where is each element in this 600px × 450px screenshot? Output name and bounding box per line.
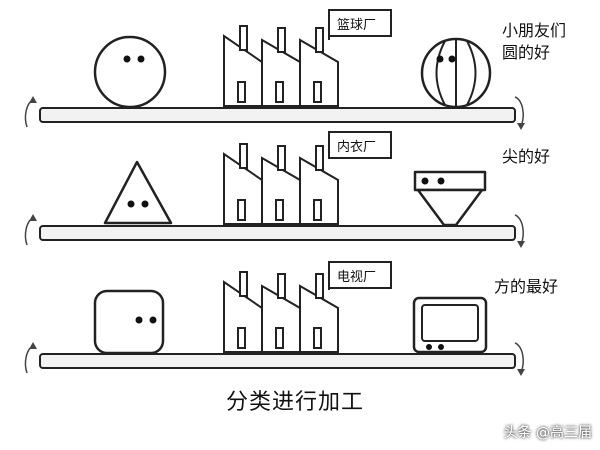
- row-3: [24, 261, 525, 376]
- row-2: [24, 131, 525, 248]
- rotate-arrow-right-3-head: [517, 369, 525, 376]
- note-row-2: 尖的好: [502, 146, 550, 168]
- factory-icon-1: [223, 9, 392, 107]
- rotate-arrow-left-2-head: [29, 214, 37, 221]
- note-row-1-line-1: 小朋友们: [502, 21, 567, 40]
- factory-label-1: 篮球厂: [337, 18, 377, 33]
- tv-icon: [412, 296, 488, 354]
- factory-sign-3: [328, 261, 392, 289]
- factory-sign-1: [328, 9, 392, 37]
- conveyor-belt-1: [39, 107, 516, 123]
- rotate-arrow-right-1: [514, 96, 524, 127]
- note-row-3: 方的最好: [494, 276, 558, 298]
- rotate-arrow-left-1: [24, 99, 34, 128]
- rounded-square-face-icon: [93, 289, 165, 355]
- note-row-1: 小朋友们 圆的好: [502, 20, 566, 64]
- triangle-face-icon: [103, 160, 173, 225]
- rotate-arrow-right-2: [514, 214, 524, 245]
- diagram-caption: 分类进行加工: [226, 390, 365, 415]
- rotate-arrow-left-3-head: [29, 342, 37, 349]
- factory-icon-2: [223, 131, 392, 225]
- funnel-cup-icon: [413, 170, 487, 227]
- note-row-3-line-1: 方的最好: [494, 277, 559, 296]
- rotate-arrow-left-1-head: [29, 96, 37, 103]
- conveyor-belt-3: [39, 353, 516, 369]
- rotate-arrow-right-1-head: [517, 123, 525, 130]
- circle-face-icon: [93, 35, 167, 109]
- factory-icon-3: [223, 261, 392, 353]
- rotate-arrow-left-2: [24, 217, 34, 246]
- row-1: [24, 9, 525, 130]
- factory-sign-2: [328, 131, 392, 159]
- note-row-1-line-2: 圆的好: [502, 43, 551, 62]
- rotate-arrow-right-3: [514, 342, 524, 373]
- watermark: 头条 @高三届: [503, 425, 592, 441]
- conveyor-belt-2: [39, 225, 516, 241]
- rotate-arrow-right-2-head: [517, 241, 525, 248]
- ball-icon: [420, 37, 492, 109]
- rotate-arrow-left-3: [24, 345, 34, 374]
- factory-label-3: 电视厂: [337, 270, 377, 285]
- note-row-2-line-1: 尖的好: [502, 147, 551, 166]
- factory-label-2: 内衣厂: [337, 140, 377, 155]
